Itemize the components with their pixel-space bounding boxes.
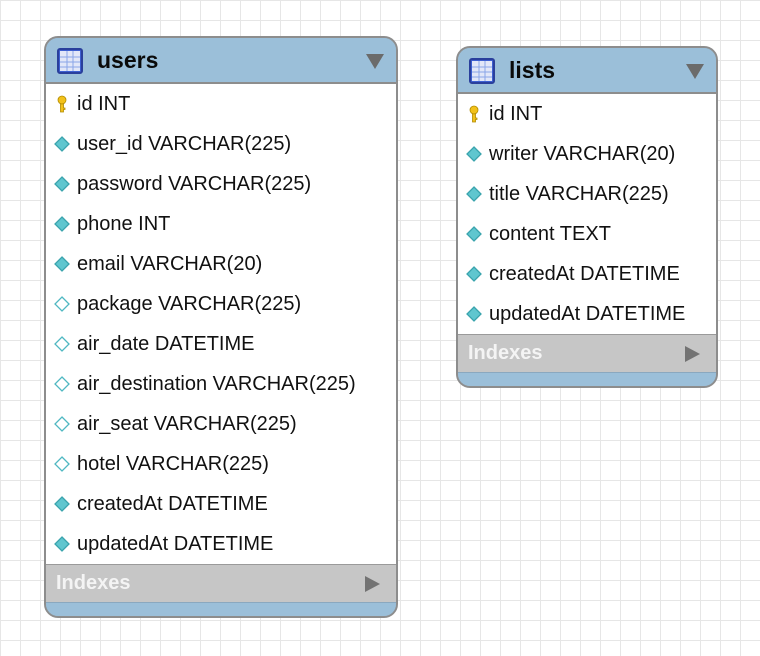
column-row[interactable]: email VARCHAR(20) xyxy=(46,244,396,284)
column-label: createdAt DATETIME xyxy=(77,493,268,515)
filled-diamond-icon xyxy=(54,256,70,272)
column-list: id INT user_id VARCHAR(225) password VARCH… xyxy=(46,84,396,564)
filled-diamond-icon xyxy=(466,146,482,162)
column-row[interactable]: air_destination VARCHAR(225) xyxy=(46,364,396,404)
column-label: content TEXT xyxy=(489,223,611,245)
column-row[interactable]: package VARCHAR(225) xyxy=(46,284,396,324)
column-row[interactable]: id INT xyxy=(46,84,396,124)
column-label: hotel VARCHAR(225) xyxy=(77,453,269,475)
users-table-header[interactable]: users xyxy=(46,38,396,84)
column-row[interactable]: updatedAt DATETIME xyxy=(46,524,396,564)
column-label: air_date DATETIME xyxy=(77,333,255,355)
column-list: id INT writer VARCHAR(20) title VARCHAR(22… xyxy=(458,94,716,334)
table-icon xyxy=(57,48,83,74)
hollow-diamond-icon xyxy=(54,296,70,312)
lists-table[interactable]: lists id INT writer VARCHAR(20) title VARC… xyxy=(456,46,718,388)
column-label: id INT xyxy=(77,93,131,115)
filled-diamond-icon xyxy=(54,216,70,232)
indexes-section[interactable]: Indexes xyxy=(458,334,716,372)
chevron-down-icon[interactable] xyxy=(686,64,704,79)
filled-diamond-icon xyxy=(466,306,482,322)
column-label: email VARCHAR(20) xyxy=(77,253,263,275)
expand-arrow-icon[interactable] xyxy=(685,346,700,362)
column-label: air_destination VARCHAR(225) xyxy=(77,373,356,395)
table-title: users xyxy=(97,47,159,73)
table-icon xyxy=(469,58,495,84)
column-label: phone INT xyxy=(77,213,171,235)
column-row[interactable]: id INT xyxy=(458,94,716,134)
column-label: updatedAt DATETIME xyxy=(77,533,274,555)
table-footer xyxy=(46,602,396,616)
column-row[interactable]: user_id VARCHAR(225) xyxy=(46,124,396,164)
filled-diamond-icon xyxy=(54,536,70,552)
users-table[interactable]: users id INT user_id VARCHAR(225) password… xyxy=(44,36,398,618)
filled-diamond-icon xyxy=(54,136,70,152)
indexes-section[interactable]: Indexes xyxy=(46,564,396,602)
filled-diamond-icon xyxy=(466,226,482,242)
table-footer xyxy=(458,372,716,386)
primary-key-icon xyxy=(469,105,479,123)
column-row[interactable]: title VARCHAR(225) xyxy=(458,174,716,214)
hollow-diamond-icon xyxy=(54,336,70,352)
column-label: title VARCHAR(225) xyxy=(489,183,669,205)
column-label: package VARCHAR(225) xyxy=(77,293,302,315)
column-label: id INT xyxy=(489,103,543,125)
chevron-down-icon[interactable] xyxy=(366,54,384,69)
column-label: air_seat VARCHAR(225) xyxy=(77,413,297,435)
column-row[interactable]: air_date DATETIME xyxy=(46,324,396,364)
expand-arrow-icon[interactable] xyxy=(365,576,380,592)
column-row[interactable]: createdAt DATETIME xyxy=(458,254,716,294)
column-label: createdAt DATETIME xyxy=(489,263,680,285)
hollow-diamond-icon xyxy=(54,456,70,472)
filled-diamond-icon xyxy=(466,186,482,202)
column-row[interactable]: updatedAt DATETIME xyxy=(458,294,716,334)
table-title: lists xyxy=(509,57,556,83)
hollow-diamond-icon xyxy=(54,416,70,432)
column-label: user_id VARCHAR(225) xyxy=(77,133,292,155)
hollow-diamond-icon xyxy=(54,376,70,392)
column-label: updatedAt DATETIME xyxy=(489,303,686,325)
column-row[interactable]: content TEXT xyxy=(458,214,716,254)
lists-table-header[interactable]: lists xyxy=(458,48,716,94)
filled-diamond-icon xyxy=(466,266,482,282)
column-row[interactable]: createdAt DATETIME xyxy=(46,484,396,524)
column-label: password VARCHAR(225) xyxy=(77,173,312,195)
column-row[interactable]: password VARCHAR(225) xyxy=(46,164,396,204)
column-row[interactable]: air_seat VARCHAR(225) xyxy=(46,404,396,444)
indexes-label: Indexes xyxy=(468,342,543,364)
filled-diamond-icon xyxy=(54,176,70,192)
column-label: writer VARCHAR(20) xyxy=(489,143,676,165)
indexes-label: Indexes xyxy=(56,572,131,594)
filled-diamond-icon xyxy=(54,496,70,512)
column-row[interactable]: phone INT xyxy=(46,204,396,244)
column-row[interactable]: writer VARCHAR(20) xyxy=(458,134,716,174)
column-row[interactable]: hotel VARCHAR(225) xyxy=(46,444,396,484)
primary-key-icon xyxy=(57,95,67,113)
